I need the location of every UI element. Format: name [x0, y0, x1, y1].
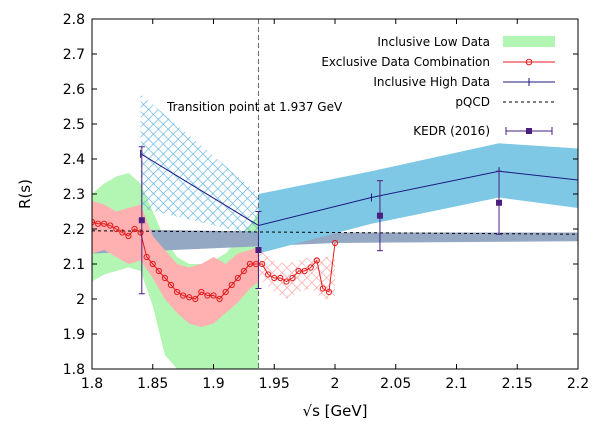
y-tick-label: 2.4 — [63, 152, 85, 168]
y-tick-label: 2.5 — [63, 117, 85, 133]
point-exclusive — [94, 220, 102, 227]
y-tick-label: 2.3 — [63, 187, 85, 203]
point-exclusive — [313, 257, 320, 264]
point-exclusive — [277, 274, 284, 282]
point-exclusive — [331, 239, 339, 247]
point-exclusive — [204, 292, 211, 299]
point-exclusive — [325, 288, 333, 296]
point-exclusive — [295, 267, 302, 275]
point-exclusive — [180, 292, 187, 299]
point-kedr — [138, 217, 145, 224]
legend-marker-kedr — [526, 128, 532, 134]
x-tick-label: 1.95 — [259, 376, 290, 392]
point-exclusive — [265, 271, 272, 278]
band-pqcd — [92, 229, 578, 254]
legend-label-exclusive: Exclusive Data Combination — [321, 55, 490, 69]
point-exclusive — [271, 274, 278, 282]
x-tick-label: 2.15 — [502, 376, 533, 392]
point-exclusive — [319, 285, 326, 292]
point-exclusive — [234, 274, 241, 282]
point-exclusive — [161, 274, 168, 282]
y-tick-label: 1.8 — [63, 362, 85, 378]
point-exclusive — [107, 222, 114, 229]
point-kedr — [255, 247, 262, 253]
y-tick-label: 2.1 — [63, 257, 85, 273]
point-exclusive — [113, 225, 120, 233]
point-exclusive — [210, 292, 217, 299]
legend-label-inclusive-high: Inclusive High Data — [373, 75, 490, 89]
x-tick-label: 1.8 — [81, 376, 103, 392]
plot-area — [92, 19, 578, 369]
legend-swatch-inclusive-low — [503, 36, 555, 47]
point-exclusive — [149, 260, 156, 268]
x-tick-label: 2.05 — [380, 376, 411, 392]
legend-label-inclusive-low: Inclusive Low Data — [377, 35, 490, 49]
point-exclusive — [173, 288, 181, 296]
point-exclusive — [198, 288, 205, 296]
y-tick-label: 2 — [76, 292, 85, 308]
point-kedr — [496, 199, 503, 206]
x-axis-title: √s [GeV] — [303, 402, 368, 420]
point-exclusive — [228, 281, 235, 289]
point-exclusive — [222, 288, 229, 296]
axis-ticks: 1.8 1.85 1.9 1.95 2 2.05 2.1 2.15 2.2 1.8 1.9 2 2.1 2… — [63, 12, 589, 392]
hatched-band-inclusive-high — [140, 94, 259, 236]
point-exclusive — [167, 281, 175, 289]
hatched-band-exclusive — [258, 250, 335, 299]
point-exclusive — [137, 229, 144, 236]
x-tick-label: 1.85 — [137, 376, 168, 392]
point-exclusive — [246, 260, 254, 268]
point-exclusive — [192, 295, 199, 303]
point-exclusive — [259, 260, 266, 268]
transition-annotation: Transition point at 1.937 GeV — [166, 100, 343, 114]
y-axis-title: R(s) — [16, 179, 34, 209]
point-exclusive — [125, 232, 132, 240]
y-tick-label: 2.8 — [63, 12, 85, 28]
x-tick-label: 2 — [331, 376, 340, 392]
y-tick-label: 1.9 — [63, 327, 85, 343]
point-exclusive — [289, 274, 296, 282]
point-exclusive — [119, 229, 126, 236]
y-tick-label: 2.7 — [63, 47, 85, 63]
y-tick-label: 2.6 — [63, 82, 85, 98]
point-exclusive — [283, 278, 290, 285]
y-tick-label: 2.2 — [63, 222, 85, 238]
x-tick-label: 2.1 — [445, 376, 467, 392]
point-kedr — [376, 212, 383, 219]
legend-marker-exclusive — [525, 58, 533, 66]
legend-label-kedr: KEDR (2016) — [413, 124, 490, 138]
point-exclusive — [101, 220, 108, 227]
legend-label-pqcd: pQCD — [455, 95, 490, 109]
point-exclusive — [186, 294, 193, 301]
point-exclusive — [143, 253, 150, 261]
x-tick-label: 2.2 — [567, 376, 589, 392]
band-exclusive — [92, 201, 259, 327]
x-tick-label: 1.9 — [202, 376, 224, 392]
point-exclusive — [155, 267, 162, 275]
point-exclusive — [307, 264, 314, 271]
point-exclusive — [131, 225, 138, 233]
point-exclusive — [301, 267, 308, 275]
legend: Inclusive Low Data Exclusive Data Combin… — [321, 35, 555, 138]
point-exclusive — [240, 267, 247, 275]
point-exclusive — [216, 295, 223, 303]
